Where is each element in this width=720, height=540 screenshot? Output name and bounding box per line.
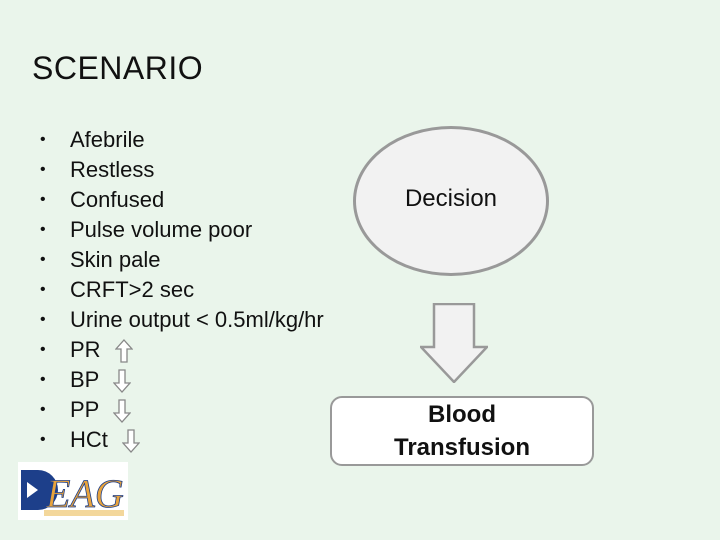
down-arrow-outline-icon <box>122 429 140 453</box>
bullet-icon: • <box>40 341 46 358</box>
list-item-text: Pulse volume poor <box>70 217 253 242</box>
bullet-icon: • <box>40 221 46 238</box>
bullet-icon: • <box>40 281 46 298</box>
blood-transfusion-box: Blood Transfusion <box>330 396 594 466</box>
decision-label: Decision <box>404 185 498 212</box>
list-item-text: BP <box>70 367 100 392</box>
up-arrow-outline-icon <box>115 339 133 363</box>
bullet-icon: • <box>40 401 46 418</box>
bullet-icon: • <box>40 191 46 208</box>
list-item-text: Urine output < 0.5ml/kg/hr <box>70 307 324 332</box>
list-item-text: PP <box>70 397 100 422</box>
outcome-line1: Blood <box>428 401 496 428</box>
bullet-icon: • <box>40 371 46 388</box>
list-item-text: Confused <box>70 187 165 212</box>
list-item-text: Restless <box>70 157 155 182</box>
list-item-text: Skin pale <box>70 247 161 272</box>
bullet-icon: • <box>40 161 46 178</box>
bullet-icon: • <box>40 131 46 148</box>
list-item-text: Afebrile <box>70 127 145 152</box>
slide-title: SCENARIO <box>32 50 204 86</box>
bullet-icon: • <box>40 431 46 448</box>
eag-logo: EAG <box>18 462 128 520</box>
down-arrow-icon <box>420 303 488 383</box>
down-arrow-outline-icon <box>113 369 131 393</box>
svg-text:EAG: EAG <box>45 471 124 516</box>
list-item-text: PR <box>70 337 101 362</box>
list-item-text: CRFT>2 sec <box>70 277 195 302</box>
bullet-icon: • <box>40 311 46 328</box>
bullet-icon: • <box>40 251 46 268</box>
outcome-line2: Transfusion <box>393 434 531 461</box>
decision-circle: Decision <box>353 126 549 276</box>
list-item-text: HCt <box>70 427 108 452</box>
down-arrow-outline-icon <box>113 399 131 423</box>
